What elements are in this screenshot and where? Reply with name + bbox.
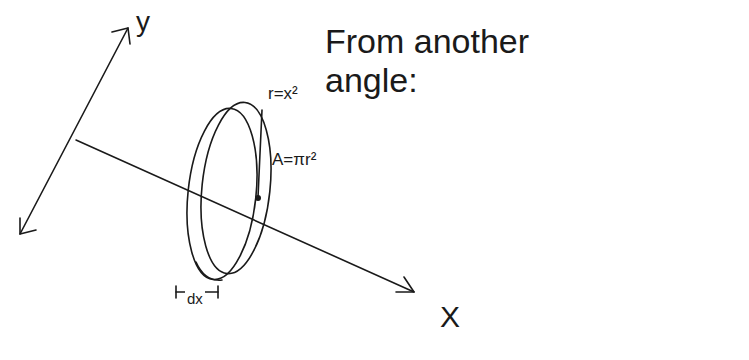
disk-rim <box>196 262 222 280</box>
axis-arrowhead <box>20 218 36 234</box>
axis-arrowhead <box>396 277 414 292</box>
axis-label: X <box>440 300 460 335</box>
area-label: A=πr² <box>272 150 316 170</box>
radius-line <box>258 110 262 197</box>
radius-label: r=x² <box>268 84 298 104</box>
disk-front-face <box>193 99 279 277</box>
axis-arrowhead <box>112 28 130 44</box>
axis-label: y <box>136 6 150 38</box>
dx-bracket <box>217 286 219 298</box>
note-text: From another angle: <box>325 22 540 100</box>
y-axis <box>20 28 128 234</box>
disk-back-face <box>179 105 265 283</box>
center-dot <box>255 195 261 201</box>
thickness-label: dx <box>185 290 205 307</box>
dx-bracket <box>175 286 177 298</box>
x-axis <box>76 140 414 292</box>
